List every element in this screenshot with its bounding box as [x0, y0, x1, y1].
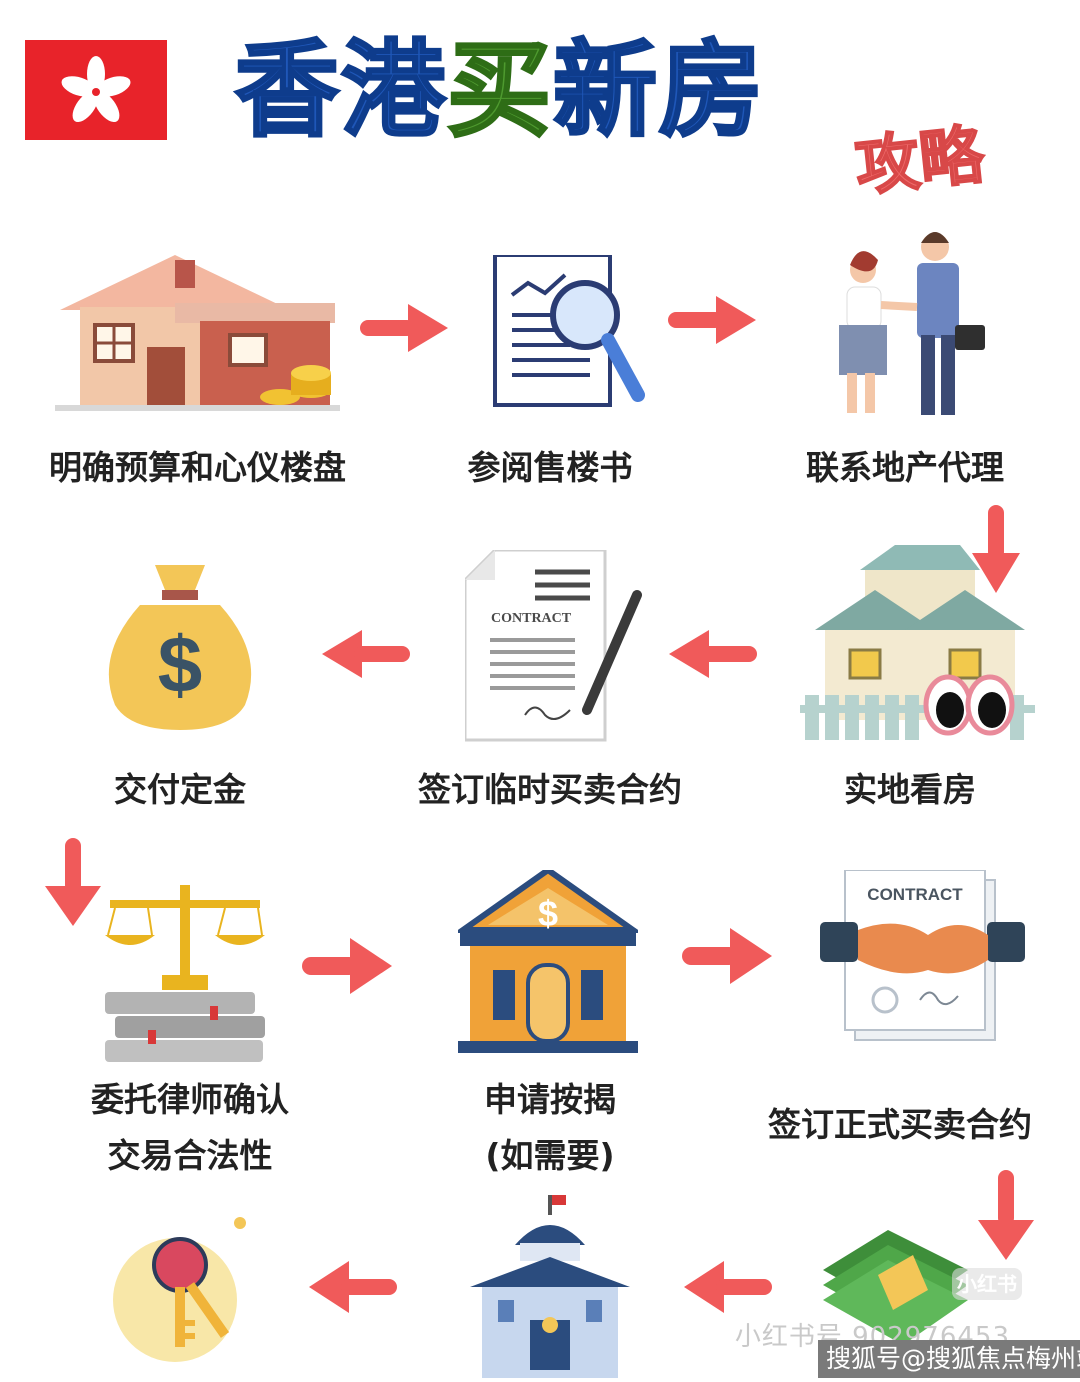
arrow-down-icon	[975, 1170, 1037, 1266]
money-stack-icon	[818, 1230, 968, 1382]
step-label-deposit: 交付定金	[114, 770, 246, 809]
step-label-lawyer-line2: 交易合法性	[107, 1136, 273, 1175]
title-part-3: 新房	[552, 28, 766, 153]
contract-pen-icon: CONTRACT	[463, 548, 645, 749]
xiaohongshu-logo: 小红书	[952, 1268, 1022, 1300]
svg-text:$: $	[158, 620, 203, 709]
arrow-right-icon	[668, 292, 758, 352]
arrow-down-icon	[42, 838, 104, 932]
step-label-budget: 明确预算和心仪楼盘	[49, 448, 346, 487]
handshake-people-icon	[825, 225, 995, 424]
arrow-right-icon	[360, 300, 450, 360]
page-subtitle: 攻略	[851, 117, 988, 206]
document-magnifier-icon	[490, 253, 650, 414]
step-label-mortgage-line1: 申请按揭	[484, 1080, 616, 1119]
title-part-1: 香港	[233, 28, 448, 153]
arrow-left-icon	[680, 1258, 772, 1320]
arrow-left-icon	[665, 626, 757, 686]
arrow-down-icon	[968, 505, 1024, 599]
step-label-lawyer-line1: 委托律师确认	[91, 1080, 289, 1119]
step-label-agent: 联系地产代理	[806, 448, 1004, 487]
scales-of-justice-icon	[100, 880, 270, 1069]
houses-with-eyes-icon	[800, 545, 1040, 749]
contract-heading: CONTRACT	[867, 885, 963, 904]
contract-heading: CONTRACT	[491, 611, 572, 626]
source-badge: 搜狐号@搜狐焦点梅州站	[818, 1340, 1080, 1378]
step-label-brochure: 参阅售楼书	[467, 448, 633, 487]
hong-kong-flag-icon	[25, 40, 167, 140]
step-label-viewing: 实地看房	[844, 770, 976, 809]
step-label-provisional-contract: 签订临时买卖合约	[418, 770, 682, 809]
page-title: 香港买新房	[233, 25, 766, 155]
bank-building-icon: $	[453, 866, 643, 1059]
arrow-right-icon	[302, 935, 394, 1001]
money-bag-icon: $	[100, 560, 260, 734]
government-building-icon	[470, 1195, 630, 1382]
svg-text:$: $	[538, 893, 558, 934]
step-label-mortgage-line2: (如需要)	[485, 1136, 615, 1175]
keys-icon	[105, 1215, 255, 1379]
contract-handshake-icon: CONTRACT	[820, 869, 1025, 1049]
arrow-left-icon	[305, 1258, 397, 1320]
arrow-left-icon	[318, 626, 410, 686]
arrow-right-icon	[682, 925, 774, 991]
step-label-formal-contract: 签订正式买卖合约	[768, 1105, 1032, 1144]
house-with-coins-icon	[55, 255, 340, 419]
title-part-2: 买	[446, 28, 554, 153]
